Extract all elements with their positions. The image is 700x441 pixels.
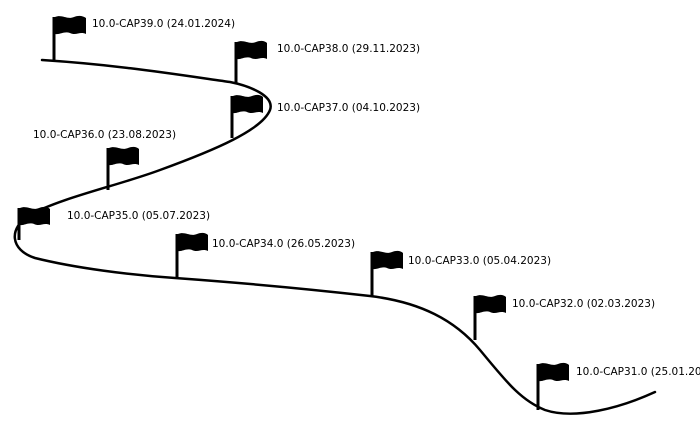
milestone: 10.0-CAP32.0 (02.03.2023) <box>473 294 655 340</box>
milestone: 10.0-CAP34.0 (26.05.2023) <box>175 232 355 278</box>
flag-icon <box>237 40 267 60</box>
timeline-road <box>13 58 657 415</box>
milestone: 10.0-CAP37.0 (04.10.2023) <box>230 94 420 138</box>
milestone: 10.0-CAP39.0 (24.01.2024) <box>52 15 235 60</box>
milestone-label: 10.0-CAP33.0 (05.04.2023) <box>408 255 551 267</box>
flag-icon <box>109 146 139 166</box>
milestone: 10.0-CAP38.0 (29.11.2023) <box>234 40 420 83</box>
milestone-label: 10.0-CAP35.0 (05.07.2023) <box>67 210 210 222</box>
milestone: 10.0-CAP31.0 (25.01.2023) <box>536 362 700 410</box>
milestone-label: 10.0-CAP39.0 (24.01.2024) <box>92 18 235 30</box>
milestone-label: 10.0-CAP38.0 (29.11.2023) <box>277 43 420 55</box>
flag-icon <box>233 94 263 114</box>
flag-icon <box>539 362 569 382</box>
milestone-label: 10.0-CAP34.0 (26.05.2023) <box>212 238 355 250</box>
milestone-label: 10.0-CAP37.0 (04.10.2023) <box>277 102 420 114</box>
milestone-label: 10.0-CAP36.0 (23.08.2023) <box>33 129 176 141</box>
milestone-label: 10.0-CAP32.0 (02.03.2023) <box>512 298 655 310</box>
milestone: 10.0-CAP36.0 (23.08.2023) <box>33 129 176 190</box>
flag-icon <box>20 206 50 226</box>
milestone-label: 10.0-CAP31.0 (25.01.2023) <box>576 366 700 378</box>
milestone: 10.0-CAP33.0 (05.04.2023) <box>370 250 551 296</box>
milestone: 10.0-CAP35.0 (05.07.2023) <box>17 206 210 240</box>
flag-icon <box>178 232 208 252</box>
flag-icon <box>476 294 506 314</box>
flag-icon <box>55 15 86 35</box>
flag-icon <box>373 250 403 270</box>
